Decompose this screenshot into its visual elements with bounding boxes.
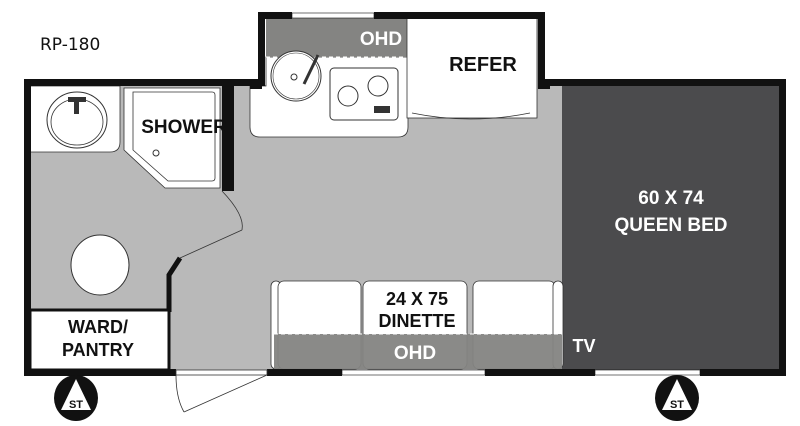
refer-label: REFER: [449, 54, 517, 76]
window: [594, 369, 701, 376]
stabilizer-jack-icon: ST: [54, 375, 98, 421]
dinette-size-label: 24 X 75: [386, 289, 448, 309]
st-left-label: ST: [69, 399, 83, 411]
shower-drain-icon: [152, 149, 160, 157]
exterior-walls: [24, 12, 786, 376]
wardrobe-pantry: [28, 308, 171, 372]
refrigerator: [406, 17, 538, 119]
entry-door: [175, 369, 268, 413]
burner-icon: [337, 75, 389, 107]
window: [291, 12, 375, 19]
ohd-dinette: [274, 334, 562, 369]
ohd-top-label: OHD: [360, 29, 402, 50]
bed-size-label: 60 X 74: [638, 188, 704, 209]
kitchen-sink-icon: [270, 50, 322, 102]
tv-label: TV: [572, 336, 595, 356]
stove-controls-icon: [374, 106, 390, 113]
ward-label-line2: PANTRY: [62, 340, 134, 360]
bath-door-swing: [221, 190, 243, 231]
ohd-bottom-label: OHD: [394, 343, 436, 364]
queen-bed: [562, 85, 780, 370]
bath-sink-icon: [46, 91, 108, 149]
bath-wall: [222, 85, 234, 191]
bed-name-label: QUEEN BED: [615, 215, 728, 236]
stabilizer-jack-icon: ST: [655, 375, 699, 421]
bath-wall-lower: [166, 256, 183, 312]
ward-label-line1: WARD/: [68, 317, 128, 337]
model-number: RP-180: [40, 35, 100, 55]
shower-label: SHOWER: [141, 117, 227, 138]
dinette-name-label: DINETTE: [378, 311, 455, 331]
toilet-icon: [70, 234, 130, 296]
st-right-label: ST: [670, 399, 684, 411]
window: [341, 369, 486, 376]
